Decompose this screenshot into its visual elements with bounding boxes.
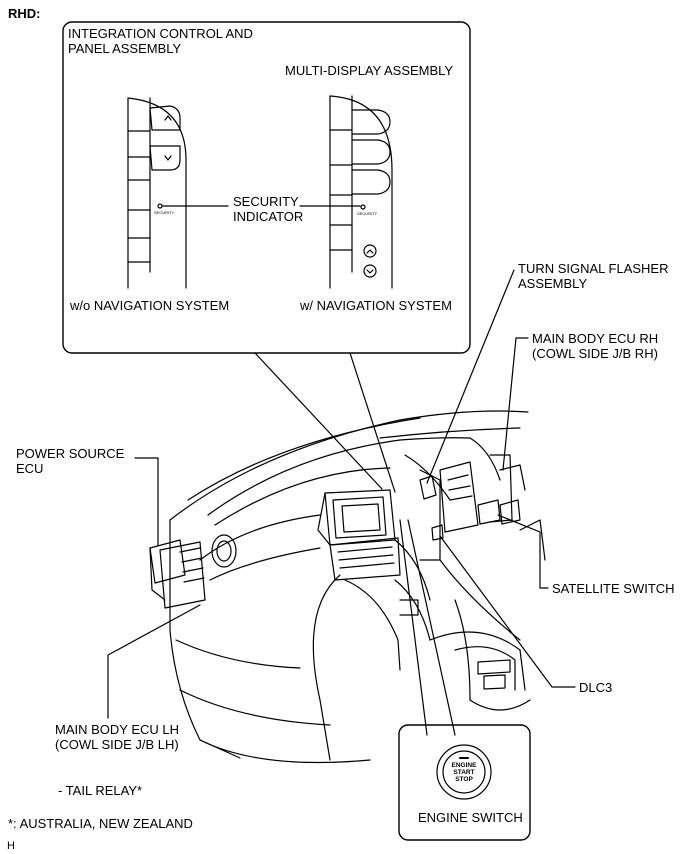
panel-with-navigation	[329, 95, 393, 289]
engine-switch-frame	[398, 724, 531, 841]
variant-label: RHD:	[8, 6, 41, 21]
engine-button-line3: STOP	[455, 776, 473, 783]
engine-button-inner	[442, 750, 486, 794]
power-source-label-line2: ECU	[16, 461, 44, 476]
turn-signal-label-line1: TURN SIGNAL FLASHER	[518, 261, 669, 276]
engine-button-line2: START	[453, 769, 475, 776]
security-indicator-line1: SECURITY	[233, 194, 299, 209]
main-ecu-lh-label-line2: (COWL SIDE J/B LH)	[55, 737, 179, 752]
satellite-switch-label: SATELLITE SWITCH	[552, 581, 675, 596]
turn-signal-label-line2: ASSEMBLY	[518, 276, 588, 291]
panel-security-text-right: SECURITY	[357, 211, 378, 216]
inset-frame	[62, 21, 471, 354]
engine-button-outer	[436, 744, 492, 800]
with-navigation-label: w/ NAVIGATION SYSTEM	[300, 298, 452, 313]
panel-without-navigation	[127, 97, 187, 289]
security-indicator-line2: INDICATOR	[233, 209, 304, 224]
tail-relay-label: - TAIL RELAY*	[58, 783, 143, 798]
engine-button-line1: ENGINE	[451, 762, 477, 769]
footnote-label: *: AUSTRALIA, NEW ZEALAND	[8, 816, 193, 831]
multi-display-label: MULTI-DISPLAY ASSEMBLY	[285, 63, 454, 78]
engine-switch-label: ENGINE SWITCH	[418, 810, 523, 825]
integration-title-line1: INTEGRATION CONTROL AND	[68, 26, 253, 41]
panel-security-text-left: SECURITY	[154, 210, 175, 215]
main-ecu-rh-label-line1: MAIN BODY ECU RH	[532, 331, 659, 346]
engine-button-text: ENGINE START STOP	[448, 762, 480, 783]
power-source-label-line1: POWER SOURCE	[16, 446, 125, 461]
without-navigation-label: w/o NAVIGATION SYSTEM	[70, 298, 230, 313]
main-ecu-rh-label-line2: (COWL SIDE J/B RH)	[532, 346, 658, 361]
dashboard-drawing	[149, 410, 546, 764]
corner-mark: H	[7, 840, 15, 852]
dlc3-label: DLC3	[579, 680, 613, 695]
integration-title-line2: PANEL ASSEMBLY	[68, 41, 182, 56]
main-ecu-lh-label-line1: MAIN BODY ECU LH	[55, 722, 180, 737]
